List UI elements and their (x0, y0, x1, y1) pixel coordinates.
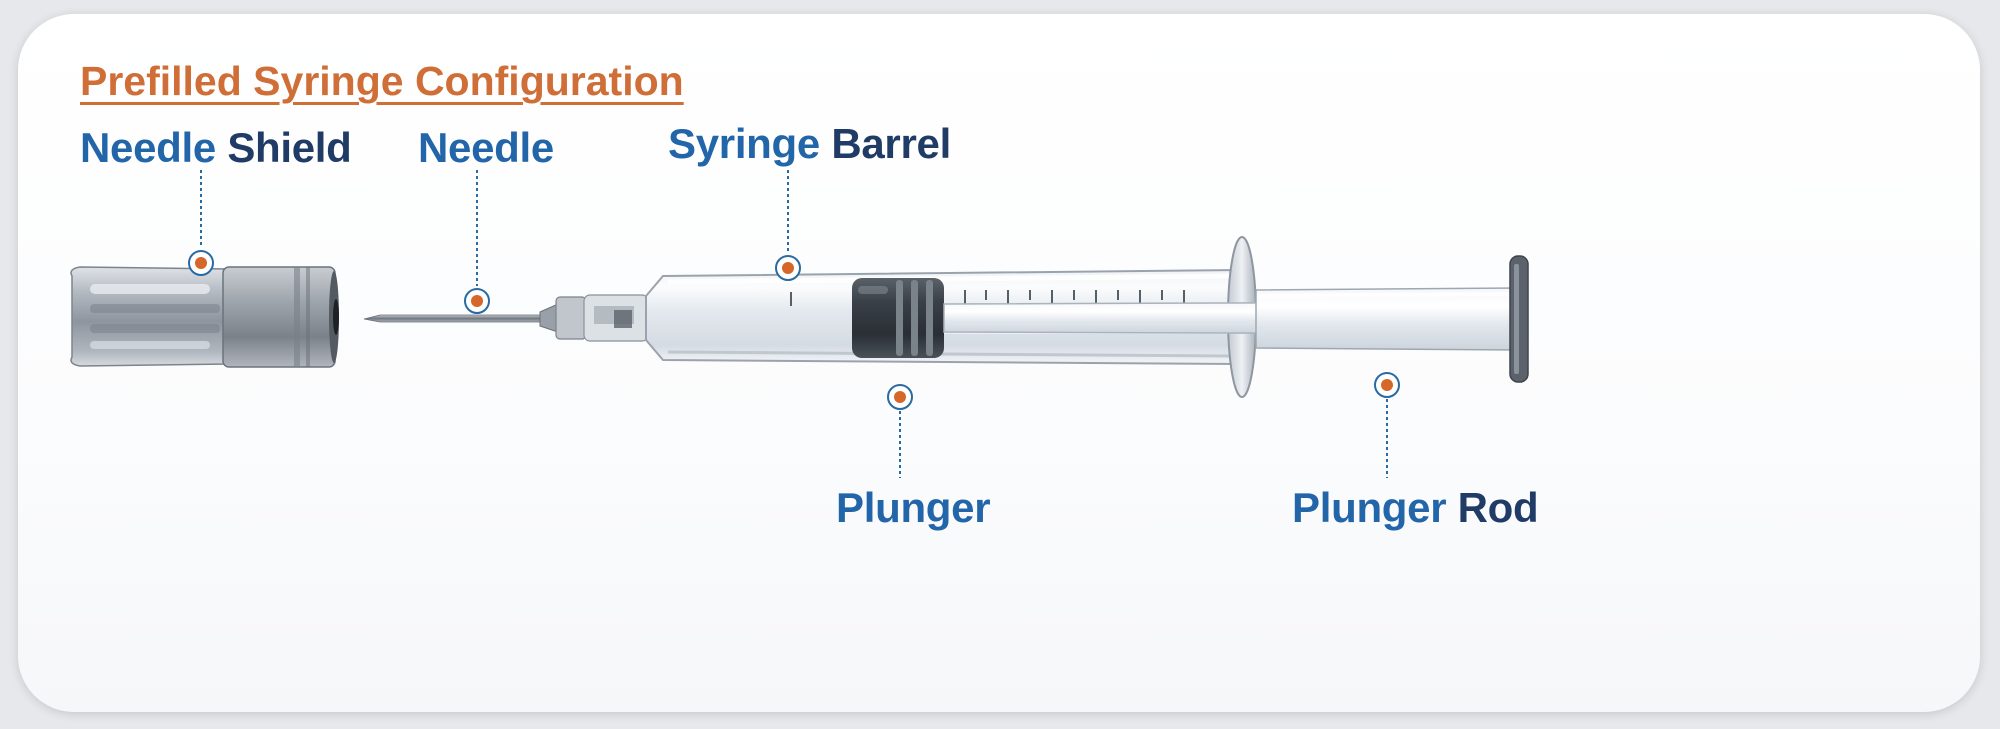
label-syringe-barrel: Syringe Barrel (668, 120, 951, 168)
label-needle-shield-word1: Needle (80, 124, 216, 171)
label-syringe-barrel-word1: Syringe (668, 120, 820, 167)
callout-syringe-barrel (775, 170, 801, 281)
plunger-rod-illustration (943, 236, 1529, 398)
label-syringe-barrel-word2: Barrel (831, 120, 951, 167)
label-plunger-rod-word2: Rod (1457, 484, 1539, 531)
label-needle-shield-word2: Shield (227, 124, 352, 171)
label-plunger-rod: Plunger Rod (1292, 484, 1539, 532)
callout-plunger-rod (1374, 372, 1400, 478)
label-needle-word1: Needle (418, 124, 554, 171)
syringe-diagram (70, 170, 1529, 478)
plunger-illustration (852, 278, 944, 358)
needle-shield-illustration (70, 266, 339, 368)
label-plunger-rod-word1: Plunger (1292, 484, 1447, 531)
label-needle: Needle (418, 124, 554, 172)
label-plunger-word1: Plunger (836, 484, 991, 531)
callout-needle-shield (188, 170, 214, 276)
needle-illustration (363, 294, 649, 342)
diagram-card: Prefilled Syringe Configuration Needle S… (18, 14, 1980, 712)
callout-needle (464, 170, 490, 314)
label-needle-shield: Needle Shield (80, 124, 352, 172)
diagram-title: Prefilled Syringe Configuration (80, 58, 684, 104)
callout-plunger (887, 384, 913, 478)
label-plunger: Plunger (836, 484, 991, 532)
